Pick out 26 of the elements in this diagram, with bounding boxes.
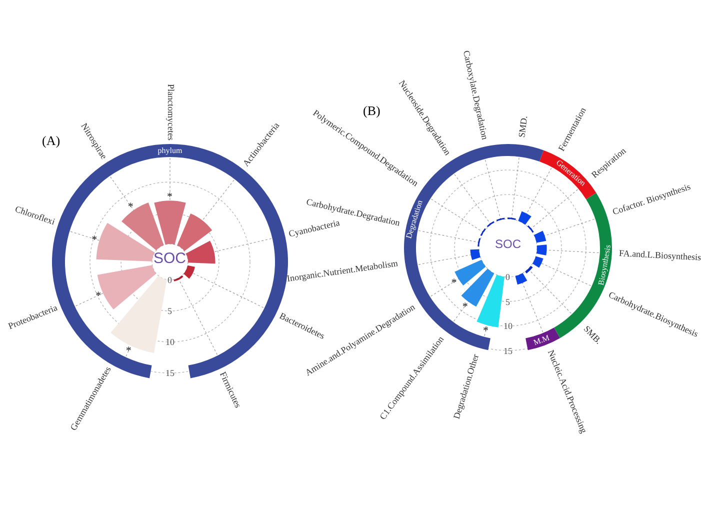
significance-mark: * — [167, 192, 172, 203]
center-label: SOC — [495, 238, 522, 250]
significance-mark: * — [96, 291, 102, 302]
axis-tick-label: 10 — [504, 321, 512, 332]
band-label: Biosynthesis — [596, 244, 612, 286]
axis-tick-label: 10 — [166, 337, 174, 348]
category-band — [526, 328, 560, 350]
category-label: SMD. — [516, 116, 530, 138]
significance-mark: * — [451, 278, 457, 289]
band-label: M.M — [532, 333, 551, 348]
category-label: Planctomycetes — [164, 84, 176, 140]
significance-mark: * — [128, 202, 134, 214]
significance-mark: * — [126, 346, 132, 358]
axis-tick-label: 0 — [168, 275, 172, 286]
significance-mark: * — [92, 234, 98, 246]
category-label: FA.and.L.Biosynthesis — [618, 248, 701, 264]
axis-tick-label: 5 — [506, 296, 510, 308]
center-label: SOC — [154, 250, 186, 266]
axis-tick-label: 15 — [504, 346, 512, 356]
axis-tick-label: 15 — [166, 368, 174, 379]
significance-mark: * — [462, 302, 468, 313]
significance-mark: * — [483, 326, 488, 338]
band-label: phylum — [158, 146, 182, 155]
axis-tick-label: 5 — [168, 306, 172, 317]
panel-label: (A) — [42, 133, 60, 148]
axis-tick-label: 0 — [506, 272, 510, 283]
